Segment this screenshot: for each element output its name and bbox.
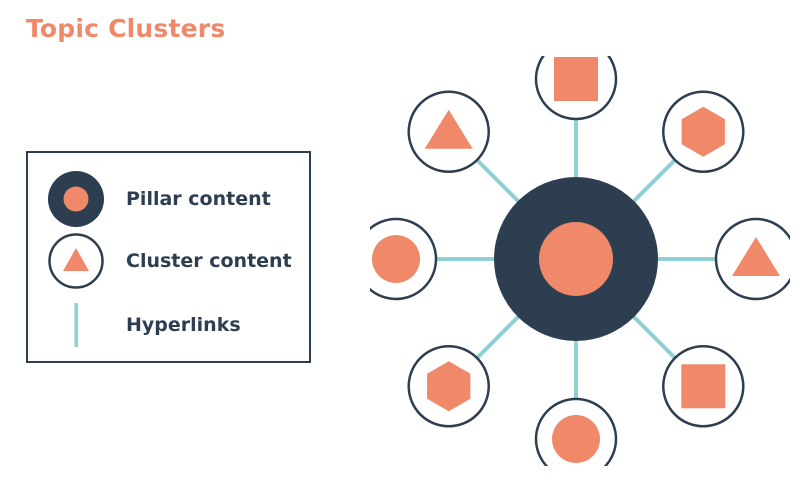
circle-icon — [552, 415, 600, 463]
triangle-icon — [424, 109, 473, 149]
triangle-icon — [732, 237, 780, 276]
hyperlink-bottom-right — [631, 314, 678, 361]
pillar-icon — [48, 171, 104, 227]
cluster-icon — [48, 233, 104, 289]
cluster-node-top-right — [662, 90, 745, 173]
cluster-node-bottom-right — [662, 345, 745, 428]
cluster-node-bottom-left — [407, 345, 490, 428]
hexagon-icon — [427, 361, 471, 412]
hyperlink-top-right — [631, 157, 678, 204]
legend-label-pillar: Pillar content — [126, 188, 271, 210]
legend-item-cluster: Cluster content — [28, 231, 309, 291]
cluster-node-top-left — [407, 90, 490, 173]
square-icon — [554, 57, 598, 101]
legend-item-pillar: Pillar content — [28, 169, 309, 229]
cluster-node-left — [370, 217, 438, 301]
legend-label-cluster: Cluster content — [126, 250, 292, 272]
hyperlink-bottom-left — [474, 314, 521, 361]
hyperlink-top-left — [474, 157, 521, 204]
cluster-node-bottom — [534, 397, 618, 466]
hyperlink-icon — [74, 303, 78, 347]
cluster-node-right — [714, 217, 790, 301]
pillar-inner-circle — [539, 222, 613, 296]
page-title: Topic Clusters — [26, 14, 226, 43]
square-icon — [681, 364, 726, 409]
legend-box: Pillar content Cluster content Hyperlink… — [26, 151, 311, 363]
legend-item-hyperlinks: Hyperlinks — [28, 295, 309, 355]
cluster-nodes-group — [370, 56, 790, 466]
pillar-node — [494, 177, 658, 341]
legend-label-hyperlinks: Hyperlinks — [126, 314, 241, 336]
hexagon-icon — [681, 106, 725, 157]
cluster-node-top — [534, 56, 618, 121]
hyperlinks-group — [434, 117, 718, 401]
topic-cluster-diagram — [370, 56, 790, 466]
circle-icon — [372, 235, 420, 283]
